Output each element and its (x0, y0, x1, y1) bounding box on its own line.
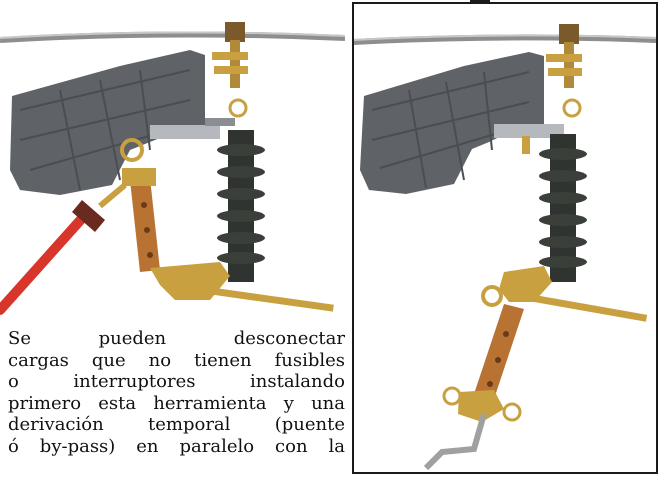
top-divider (470, 0, 490, 2)
hot-line-clamp (546, 24, 582, 118)
cutout-with-bypass-tool-illustration (0, 22, 346, 315)
hot-line-clamp (212, 22, 248, 118)
caption-line: Se pueden desconectar (8, 328, 345, 349)
porcelain-insulator (539, 134, 587, 282)
caption-text: Se pueden desconectar cargas que no tien… (8, 328, 345, 457)
cutout-housing (360, 52, 564, 194)
cutout-with-detached-bypass-illustration (354, 24, 656, 471)
caption-line: cargas que no tienen fusibles (8, 349, 345, 371)
porcelain-insulator (217, 130, 265, 282)
bypass-tool (120, 138, 334, 312)
caption-line: derivación temporal (puente (8, 414, 345, 435)
hotstick (0, 182, 127, 315)
overhead-cable (0, 31, 346, 43)
caption-line: o interruptores instalando (8, 371, 345, 392)
overhead-cable (354, 34, 656, 45)
cutout-housing (10, 50, 235, 195)
photo-tool-installed (0, 0, 346, 322)
caption-line: primero esta herramienta y una (8, 392, 345, 414)
caption-line: ó by-pass) en paralelo con la (8, 435, 345, 457)
photo-frame (352, 2, 658, 474)
bypass-tool (423, 266, 648, 471)
